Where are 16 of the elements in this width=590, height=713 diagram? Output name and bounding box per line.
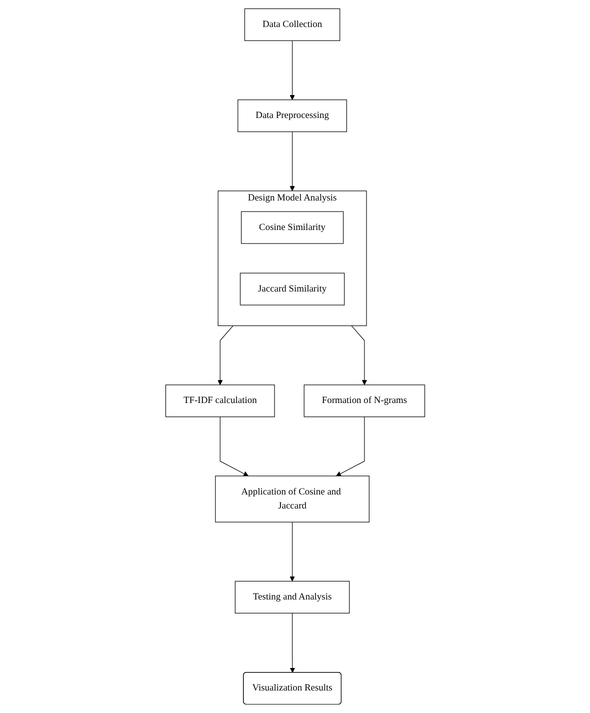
arrow	[217, 325, 234, 386]
node-box: Data Preprocessing	[237, 100, 347, 132]
node-box: Jaccard Similarity	[240, 272, 344, 306]
arrow	[289, 522, 295, 582]
arrow	[289, 40, 295, 100]
node-box: Formation of N-grams	[304, 384, 425, 418]
node-box: Testing and Analysis	[234, 580, 350, 614]
arrow	[220, 416, 248, 476]
node-box: Application of Cosine and Jaccard	[214, 476, 370, 522]
node-box: TF-IDF calculation	[165, 384, 275, 418]
arrow	[336, 416, 364, 476]
node-box: Cosine Similarity	[240, 211, 344, 244]
arrow	[290, 612, 295, 673]
node-box: Data Collection	[244, 8, 340, 41]
arrow	[350, 325, 367, 386]
arrow	[289, 131, 295, 192]
